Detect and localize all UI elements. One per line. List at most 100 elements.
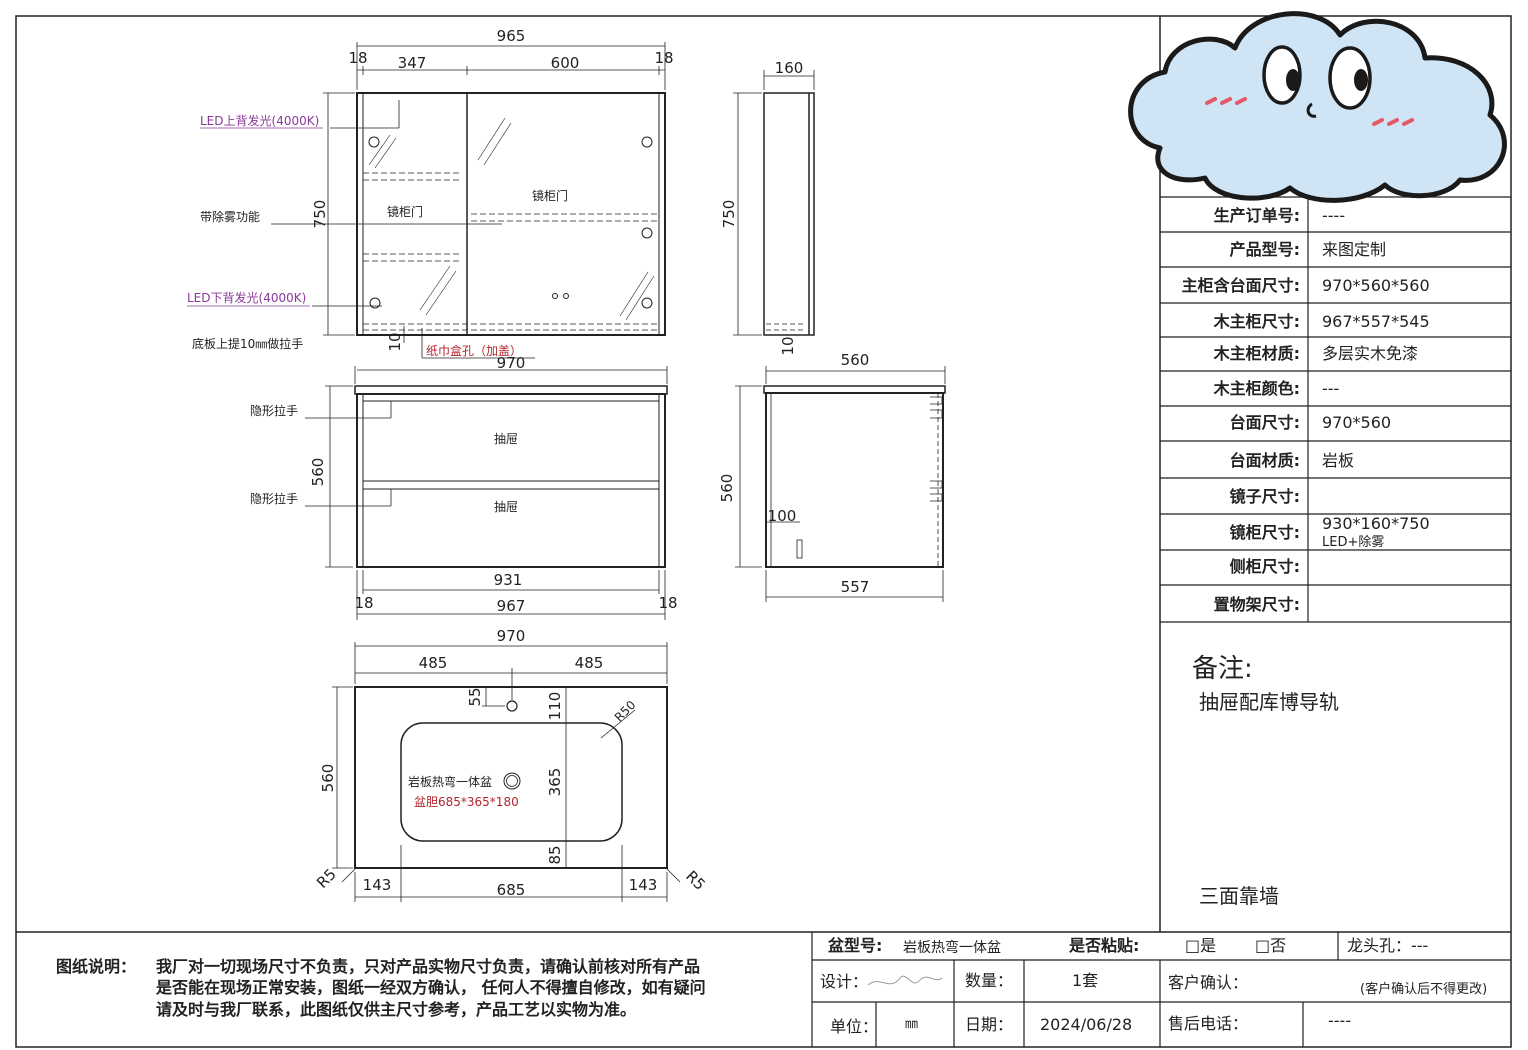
customer-confirm-note: (客户确认后不得更改) <box>1360 981 1487 997</box>
service-phone-label: 售后电话： <box>1168 1014 1248 1033</box>
spec-value: 967*557*545 <box>1322 312 1430 331</box>
dim-side-toe: 100 <box>768 507 797 525</box>
dim-cabinet-height: 560 <box>309 458 327 487</box>
label-drawer-top: 抽屉 <box>494 432 518 446</box>
dim-countertop-depth: 560 <box>319 764 337 793</box>
dim-bowl-depth: 365 <box>546 768 564 797</box>
spec-value-sub: LED+除雾 <box>1322 535 1384 550</box>
dim-margin-right: 143 <box>629 876 658 894</box>
dim-faucet-offset: 55 <box>466 687 484 706</box>
drawing-frame <box>15 15 1512 1048</box>
spec-value: 岩板 <box>1322 451 1354 470</box>
customer-confirm-label: 客户确认： <box>1168 973 1248 992</box>
dim-countertop-half-right: 485 <box>575 654 604 672</box>
glued-label: 是否粘贴: <box>1068 936 1139 955</box>
dim-mirror-panel-right: 600 <box>551 54 580 72</box>
dim-cabinet-bottom-width: 967 <box>497 597 526 615</box>
mirror-front-dims <box>323 42 666 336</box>
qty-value: 1套 <box>1072 971 1098 990</box>
spec-label: 侧柜尺寸: <box>1230 557 1300 576</box>
dim-edge-radius-left: R5 <box>313 865 340 892</box>
dim-mirror-height: 750 <box>311 200 329 229</box>
dim-front-gap: 110 <box>546 692 564 721</box>
dim-mirror-side-height: 750 <box>720 200 738 229</box>
spec-label: 主柜含台面尺寸: <box>1182 276 1300 295</box>
dim-countertop-width: 970 <box>497 627 526 645</box>
spec-value: 970*560*560 <box>1322 276 1430 295</box>
spec-label: 置物架尺寸: <box>1214 595 1300 614</box>
dim-corner-radius: R50 <box>612 698 639 725</box>
label-basin-name: 岩板热弯一体盆 <box>408 774 492 789</box>
spec-value: 来图定制 <box>1322 240 1386 259</box>
service-phone-value: ---- <box>1328 1011 1351 1030</box>
dim-mirror-side-left: 18 <box>348 49 367 67</box>
note-led-bottom: LED下背发光(4000K) <box>187 290 306 305</box>
main-cabinet-front <box>305 366 668 620</box>
unit-value: ㎜ <box>905 1017 918 1032</box>
dim-mirror-bottom-gap: 10 <box>386 332 404 351</box>
dim-side-height: 560 <box>718 474 736 503</box>
dim-mirror-side-bottom: 10 <box>779 336 797 355</box>
date-label: 日期： <box>965 1015 1013 1034</box>
dim-cabinet-side-right: 18 <box>658 594 677 612</box>
dim-mirror-panel-left: 347 <box>398 54 427 72</box>
spec-value: 970*560 <box>1322 413 1391 432</box>
faucet-hole-label: 龙头孔：--- <box>1347 936 1428 955</box>
countertop-plan <box>332 642 681 902</box>
dim-cabinet-side-left: 18 <box>354 594 373 612</box>
wall-note: 三面靠墙 <box>1199 884 1279 908</box>
notes-line-3: 请及时与我厂联系，此图纸仅供主尺寸参考，产品工艺以实物为准。 <box>156 1000 636 1019</box>
spec-table-grid <box>1160 160 1511 623</box>
note-tissue-hole: 纸巾盒孔（加盖） <box>426 343 522 358</box>
spec-label: 镜子尺寸: <box>1230 487 1300 506</box>
date-value: 2024/06/28 <box>1040 1015 1132 1034</box>
note-bottom-handle: 底板上提10㎜做拉手 <box>192 336 303 351</box>
glued-no-checkbox[interactable]: □否 <box>1255 936 1286 955</box>
spec-label: 木主柜尺寸: <box>1213 312 1300 331</box>
spec-label: 台面尺寸: <box>1230 413 1300 432</box>
note-defog: 带除雾功能 <box>200 209 260 224</box>
spec-label: 镜柜尺寸: <box>1230 523 1300 542</box>
dim-cabinet-top-width: 970 <box>497 354 526 372</box>
dim-mirror-depth: 160 <box>775 59 804 77</box>
dim-mirror-side-right: 18 <box>654 49 673 67</box>
dim-mirror-width: 965 <box>497 27 526 45</box>
dim-bowl-width: 685 <box>497 881 526 899</box>
spec-label: 产品型号: <box>1230 240 1300 259</box>
notes-line-2: 是否能在现场正常安装，图纸一经双方确认， 任何人不得擅自修改，如有疑问 <box>155 978 706 997</box>
notes-line-1: 我厂对一切现场尺寸不负责，只对产品实物尺寸负责，请确认前核对所有产品 <box>156 957 700 976</box>
remarks-line: 抽屉配库博导轨 <box>1199 690 1339 714</box>
label-door-right: 镜柜门 <box>532 188 568 203</box>
spec-value: --- <box>1322 379 1339 398</box>
mirror-cabinet-front <box>271 92 666 359</box>
spec-label: 木主柜颜色: <box>1213 379 1300 398</box>
dim-back-gap: 85 <box>546 845 564 864</box>
note-hidden-handle-top: 隐形拉手 <box>250 403 298 418</box>
notes-label: 图纸说明： <box>56 957 136 976</box>
footer-grid <box>811 932 1511 1047</box>
spec-value: 多层实木免漆 <box>1322 344 1418 363</box>
cloud-sticker <box>1128 11 1507 203</box>
dim-countertop-half-left: 485 <box>419 654 448 672</box>
main-cabinet-side <box>735 366 946 602</box>
dim-cabinet-inner-width: 931 <box>494 571 523 589</box>
note-led-top: LED上背发光(4000K) <box>200 113 319 128</box>
label-basin-size: 盆胆685*365*180 <box>414 795 519 809</box>
spec-value: 930*160*750 <box>1322 514 1430 533</box>
design-label: 设计： <box>820 972 868 991</box>
note-hidden-handle-bottom: 隐形拉手 <box>250 491 298 506</box>
remarks-title: 备注: <box>1192 654 1253 684</box>
dim-edge-radius-right: R5 <box>682 867 709 894</box>
basin-type-value: 岩板热弯一体盆 <box>903 939 1001 956</box>
basin-type-label: 盆型号: <box>827 936 882 955</box>
spec-label: 生产订单号: <box>1214 206 1300 225</box>
glued-yes-checkbox[interactable]: □是 <box>1185 936 1216 955</box>
label-drawer-bottom: 抽屉 <box>494 500 518 514</box>
mirror-cabinet-side <box>733 70 815 336</box>
spec-label: 台面材质: <box>1230 451 1300 470</box>
design-signature <box>867 975 943 986</box>
spec-value: ---- <box>1322 206 1345 225</box>
qty-label: 数量： <box>965 971 1013 990</box>
